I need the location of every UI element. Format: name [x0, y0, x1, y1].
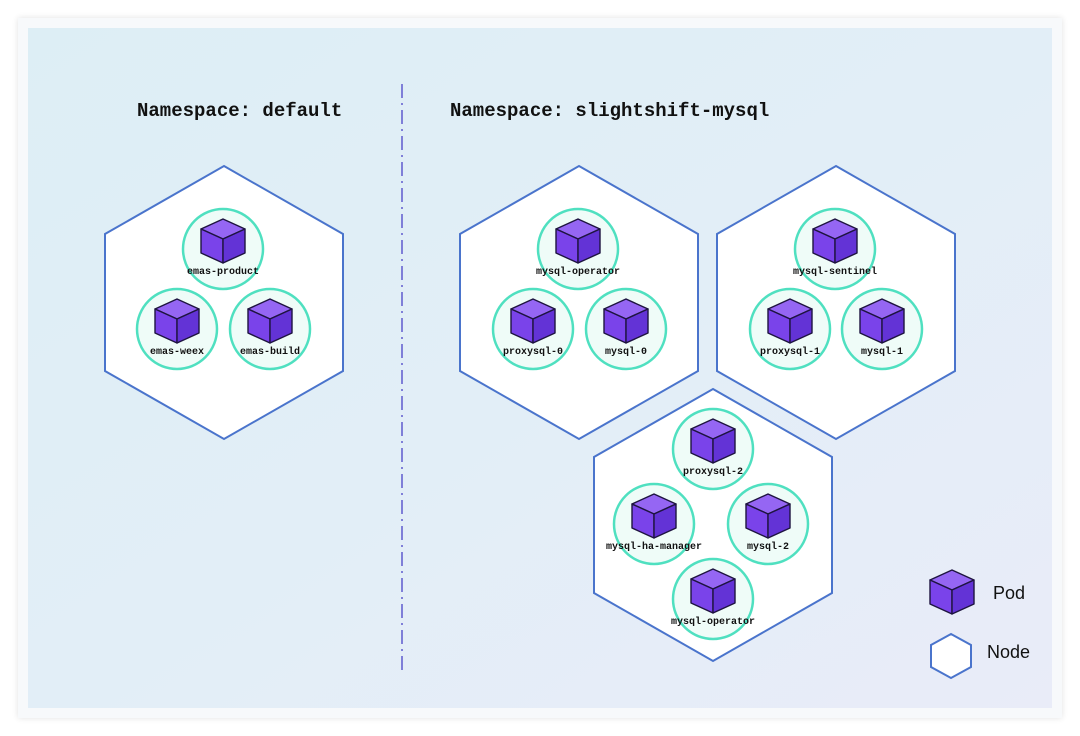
pod-cube-icon [555, 218, 601, 264]
pod-cube-icon [859, 298, 905, 344]
pod-mysql-0: mysql-0 [584, 287, 668, 371]
pod-emas-weex: emas-weex [135, 287, 219, 371]
node-2: mysql-sentinel proxysql-1 mysql-1 [716, 164, 956, 441]
pod-emas-product: emas-product [181, 207, 265, 291]
pod-label: mysql-2 [747, 541, 789, 553]
namespace-title-slightshift-mysql: Namespace: slightshift-mysql [450, 100, 769, 122]
pod-label: mysql-operator [536, 266, 620, 278]
pod-cube-icon [631, 493, 677, 539]
node-hexagon [716, 164, 956, 441]
pod-mysql-1: mysql-1 [840, 287, 924, 371]
pod-label: mysql-sentinel [793, 266, 877, 278]
pod-proxysql-0: proxysql-0 [491, 287, 575, 371]
pod-proxysql-1: proxysql-1 [748, 287, 832, 371]
pod-label: emas-build [240, 346, 300, 358]
pod-emas-build: emas-build [228, 287, 312, 371]
node-3: proxysql-2 mysql-ha-manager mysql-2 [593, 387, 833, 663]
pod-label: proxysql-0 [503, 346, 563, 358]
pod-cube-icon [154, 298, 200, 344]
pod-cube-icon [745, 493, 791, 539]
pod-label: emas-weex [150, 347, 204, 358]
pod-proxysql-2: proxysql-2 [671, 407, 755, 491]
legend-pod-label: Pod [993, 583, 1025, 603]
pod-cube-icon [247, 298, 293, 344]
node-hexagon [593, 387, 833, 663]
pod-mysql-sentinel: mysql-sentinel [793, 207, 877, 291]
node-hexagon [104, 164, 344, 441]
namespace-title-default: Namespace: default [137, 100, 342, 122]
legend-pod-icon [929, 569, 975, 615]
pod-label: mysql-ha-manager [606, 541, 702, 553]
pod-cube-icon [603, 298, 649, 344]
node-0: emas-product emas-weex emas-build [104, 164, 344, 441]
node-hexagon [459, 164, 699, 441]
pod-label: mysql-0 [605, 346, 647, 358]
node-1: mysql-operator proxysql-0 mysql-0 [459, 164, 699, 441]
pod-mysql-ha-manager: mysql-ha-manager [606, 482, 702, 566]
pod-mysql-operator: mysql-operator [536, 207, 620, 291]
legend-node-icon [930, 632, 972, 680]
pod-cube-icon [510, 298, 556, 344]
pod-cube-icon [690, 568, 736, 614]
pod-label: proxysql-2 [683, 466, 743, 478]
pod-cube-icon [690, 418, 736, 464]
pod-cube-icon [200, 218, 246, 264]
pod-mysql-operator-2: mysql-operator [671, 557, 755, 641]
pod-label: emas-product [187, 266, 259, 278]
pod-cube-icon [767, 298, 813, 344]
pod-label: mysql-operator [671, 616, 755, 628]
legend: Pod Node [929, 569, 1030, 680]
pod-label: mysql-1 [861, 346, 903, 358]
pod-label: proxysql-1 [760, 346, 820, 358]
pod-mysql-2: mysql-2 [726, 482, 810, 566]
pod-cube-icon [812, 218, 858, 264]
legend-node-label: Node [987, 642, 1030, 662]
